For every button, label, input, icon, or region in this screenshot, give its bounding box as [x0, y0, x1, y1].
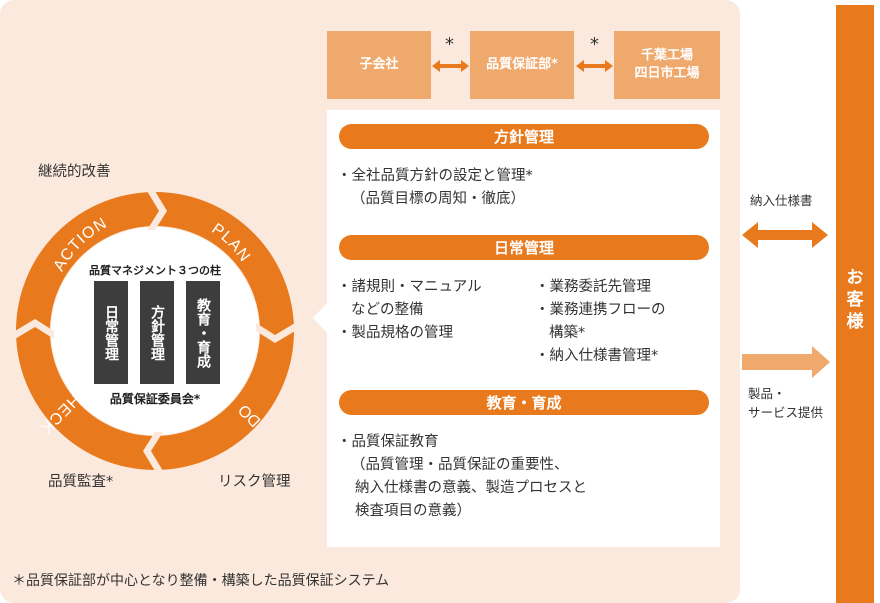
org-factory-yokkaichi: 四日市工場 — [634, 66, 700, 81]
org-subsidiary: 子会社 — [327, 31, 431, 99]
policy-line-1: ・全社品質方針の設定と管理* — [337, 168, 533, 184]
daily-right-line-4: ・納入仕様書管理* — [535, 348, 659, 364]
customer-label: お 客 様 — [846, 268, 864, 332]
pillar-education: 教育・育成 — [186, 281, 220, 384]
daily-left-line-2: などの整備 — [351, 302, 424, 318]
products-label-line-2: サービス提供 — [748, 405, 824, 420]
star-mark-right: * — [590, 34, 599, 55]
org-factory-chiba: 千葉工場 — [640, 48, 693, 63]
section-education-header: 教育・育成 — [339, 390, 709, 415]
products-label-line-1: 製品・ — [748, 386, 786, 401]
customer-bar: お 客 様 — [836, 5, 874, 603]
continuous-improvement-label: 継続的改善 — [38, 164, 111, 180]
org-factories: 千葉工場 四日市工場 — [614, 31, 720, 99]
spec-document-label: 納入仕様書 — [750, 193, 813, 208]
activity-detail-box: 方針管理 ・全社品質方針の設定と管理* （品質目標の周知・徹底） 日常管理 ・諸… — [327, 110, 720, 547]
policy-line-2: （品質目標の周知・徹底） — [351, 191, 525, 207]
qa-committee-label: 品質保証委員会* — [109, 392, 201, 406]
daily-right-line-3: 構築* — [549, 325, 586, 341]
education-line-1: ・品質保証教育 — [337, 434, 439, 450]
footnote: ＊品質保証部が中心となり整備・構築した品質保証システム — [12, 573, 390, 589]
three-pillars-title: 品質マネジメント３つの柱 — [89, 264, 221, 277]
right-arrow-icon — [742, 346, 830, 378]
education-line-3: 納入仕様書の意義、製造プロセスと — [355, 480, 587, 496]
quality-audit-label: 品質監査* — [48, 474, 114, 490]
daily-left-line-3: ・製品規格の管理 — [337, 325, 453, 341]
section-policy-header: 方針管理 — [339, 124, 709, 149]
star-mark-left: * — [445, 34, 454, 55]
pillar-daily: 日常管理 — [94, 281, 128, 384]
double-arrow-icon — [742, 222, 828, 248]
education-line-2: （品質管理・品質保証の重要性、 — [351, 457, 569, 473]
daily-left-line-1: ・諸規則・マニュアル — [337, 279, 482, 295]
cycle-separators — [15, 191, 295, 471]
risk-management-label: リスク管理 — [218, 474, 291, 490]
daily-right-line-2: ・業務連携フローの — [535, 302, 666, 318]
education-line-4: 検査項目の意義） — [355, 503, 471, 519]
daily-right-line-1: ・業務委託先管理 — [535, 279, 651, 295]
section-daily-header: 日常管理 — [339, 235, 709, 260]
org-qa-department: 品質保証部* — [470, 31, 574, 99]
pillar-policy: 方針管理 — [140, 281, 174, 384]
cycle-ring — [16, 192, 294, 470]
